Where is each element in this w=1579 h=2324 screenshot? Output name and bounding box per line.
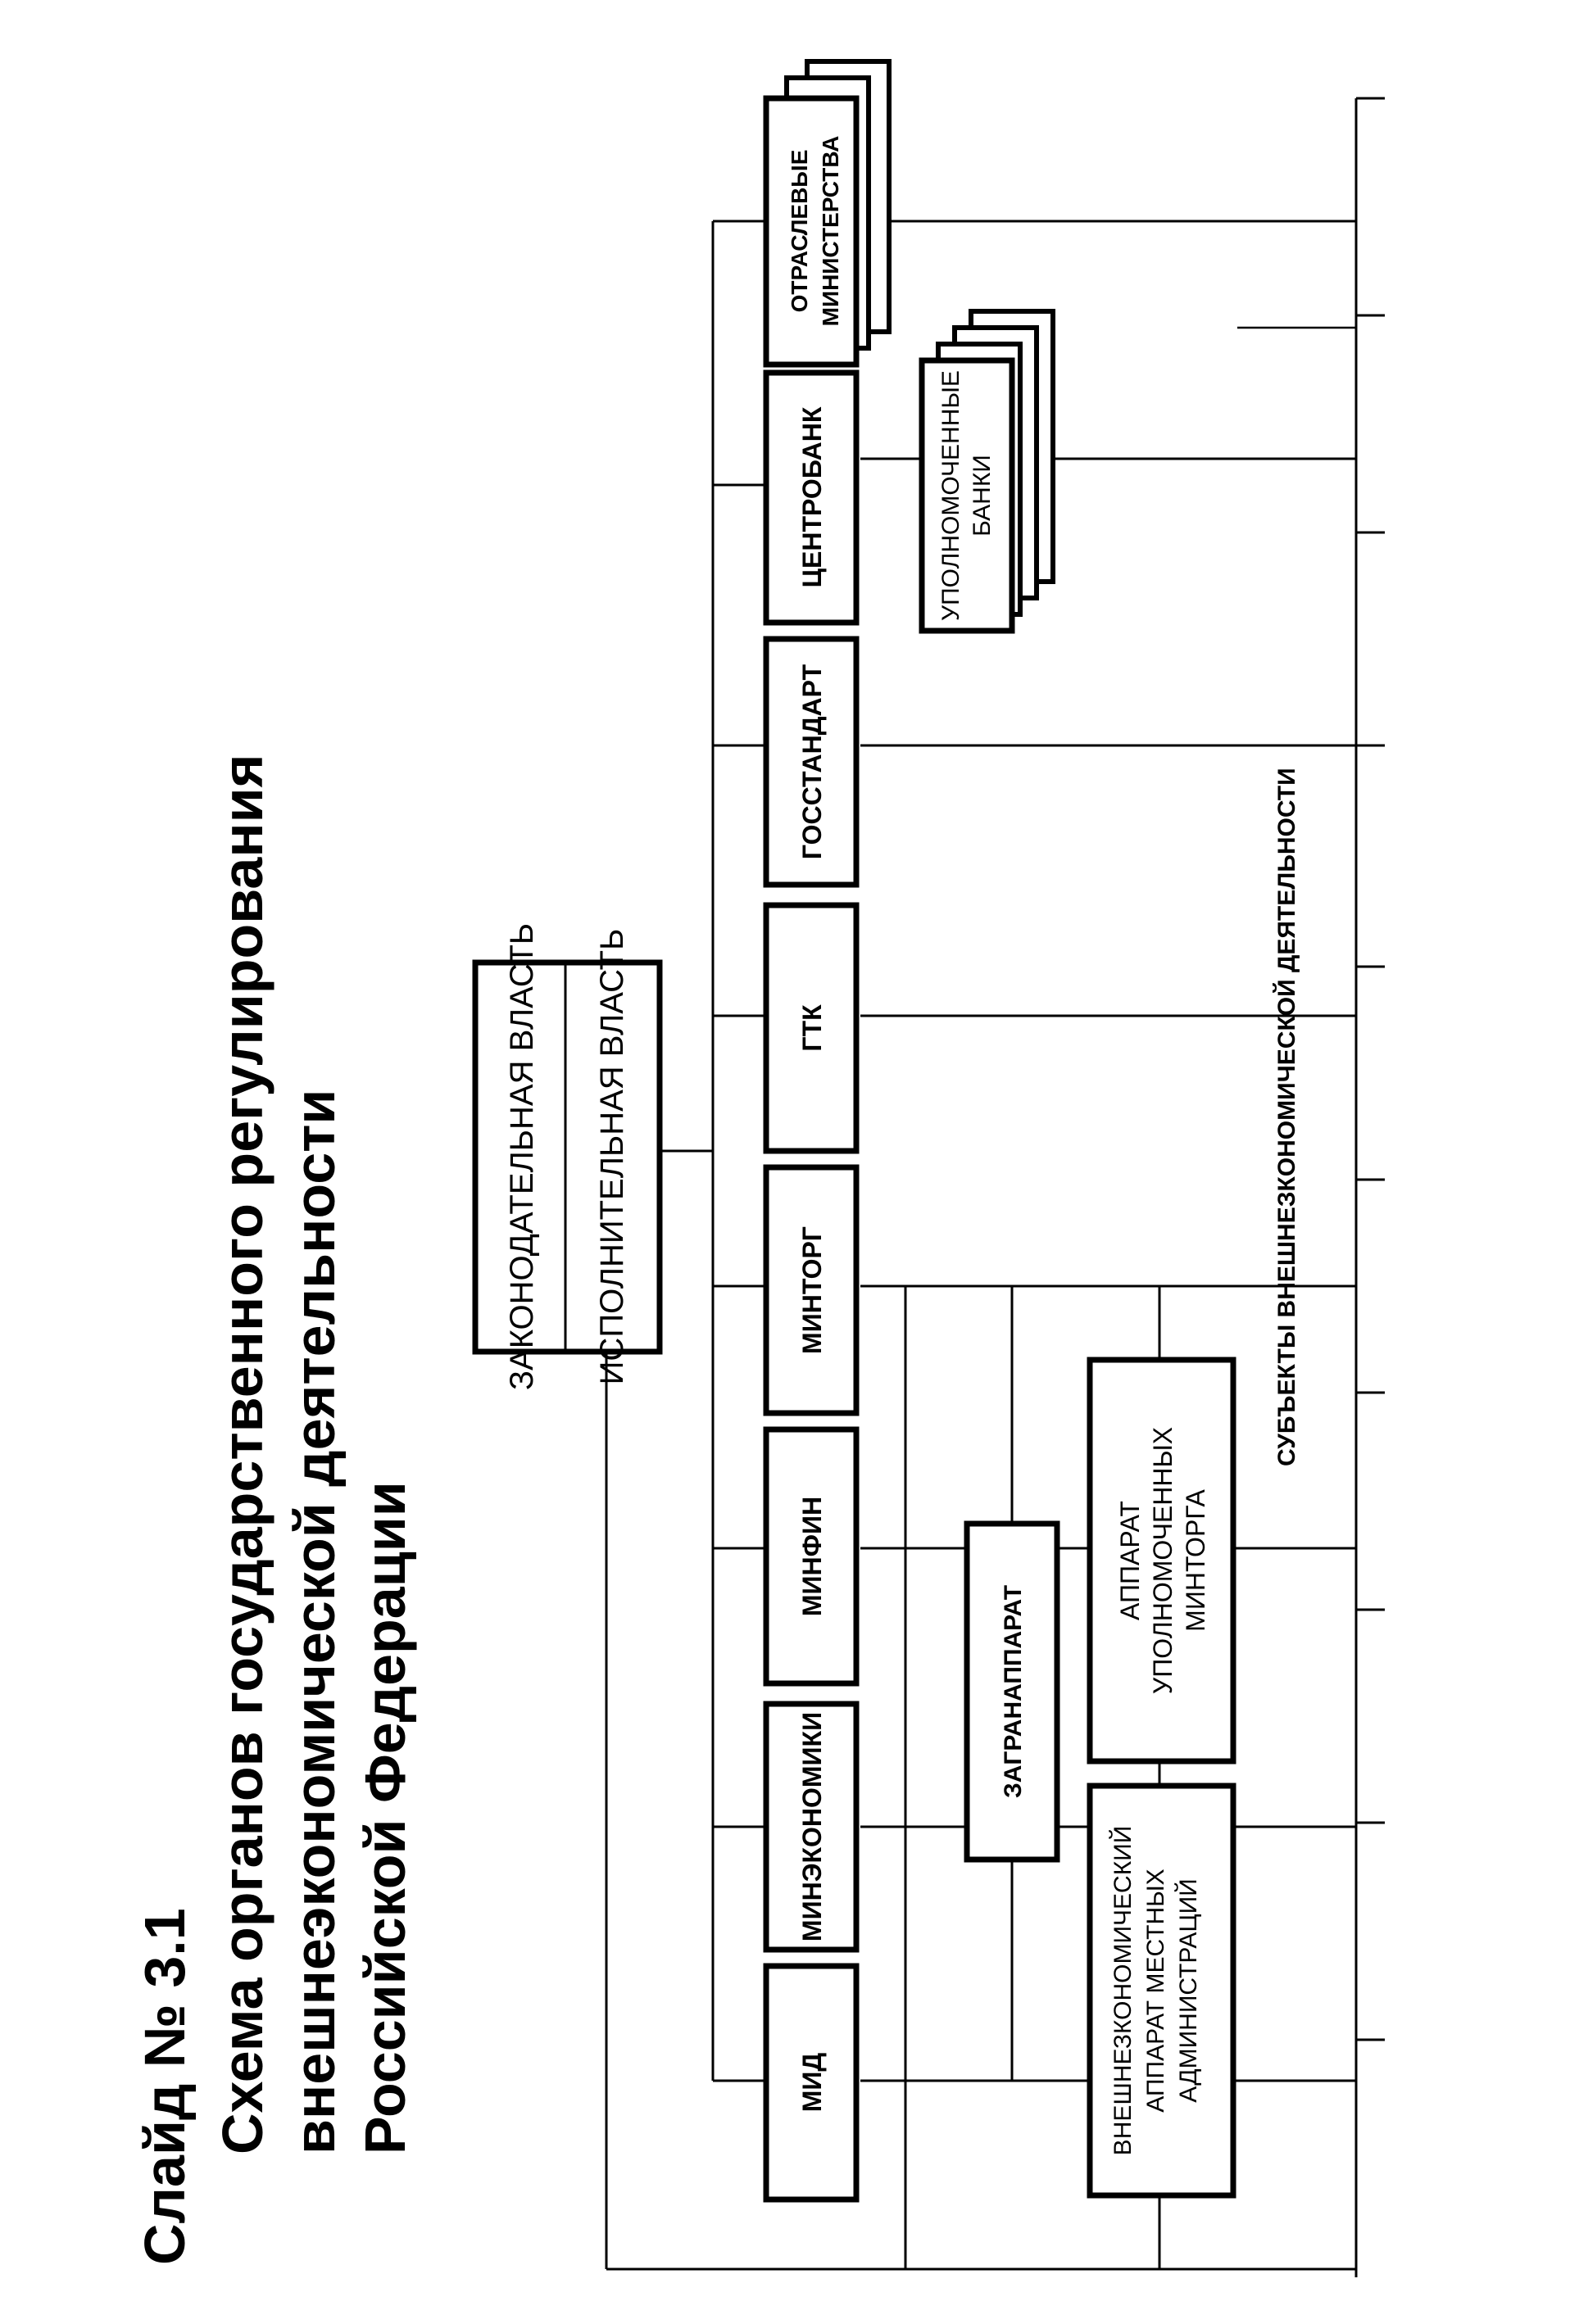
node-apparat-label-2: УПОЛНОМОЧЕННЫХ (1148, 1427, 1177, 1694)
node-minekonomiki-label: МИНЭКОНОМИКИ (797, 1712, 827, 1941)
node-mintorg: МИНТОРГ (763, 1164, 860, 1416)
node-apparat-mintorga: АППАРАТ УПОЛНОМОЧЕННЫХ МИНТОРГА (1087, 1357, 1236, 1765)
node-mintorg-label: МИНТОРГ (797, 1226, 827, 1354)
node-gosstandart: ГОССТАНДАРТ (763, 636, 860, 888)
executive-power-label: ИСПОЛНИТЕЛЬНАЯ ВЛАСТЬ (594, 929, 630, 1385)
node-minfin-label: МИНФИН (797, 1497, 827, 1616)
node-upolnomochennye-banki: УПОЛНОМОЧЕННЫЕ БАНКИ (919, 309, 1055, 634)
title-line-3: Российской Федерации (353, 1481, 417, 2154)
agency-row: МИД МИНЭКОНОМИКИ МИНФИН МИНТОРГ ГТК ГОСС… (763, 59, 892, 2203)
node-zagranapparat-label: ЗАГРАНАППАРАТ (1000, 1585, 1027, 1798)
node-apparat-label-3: МИНТОРГА (1181, 1489, 1210, 1632)
subjects-bar: СУБЪЕКТЫ ВНЕШНЕЗКОНОМИЧЕСКОЙ ДЕЯТЕЛЬНОСТ… (1273, 97, 1385, 2277)
node-centrobank: ЦЕНТРОБАНК (763, 369, 860, 626)
node-minekonomiki: МИНЭКОНОМИКИ (763, 1701, 860, 1953)
node-otraslevye-label-1: ОТРАСЛЕВЫЕ (787, 150, 812, 313)
node-vneshn-label-1: ВНЕШНЕЗКОНОМИЧЕСКИЙ (1109, 1826, 1137, 2156)
title-line-2: внешнеэкономической деятельности (283, 1090, 347, 2154)
node-gtk-label: ГТК (797, 1004, 827, 1052)
node-otraslevye-label-2: МИНИСТЕРСТВА (818, 136, 843, 327)
node-mid: МИД (763, 1963, 860, 2203)
node-centrobank-label: ЦЕНТРОБАНК (797, 406, 827, 587)
node-zagranapparat: ЗАГРАНАППАРАТ (964, 1520, 1060, 1863)
legislative-power-label: ЗАКОНОДАТЕЛЬНАЯ ВЛАСТЬ (504, 923, 540, 1390)
node-minfin: МИНФИН (763, 1426, 860, 1687)
node-vneshn-label-3: АДМИНИСТРАЦИЙ (1174, 1878, 1202, 2102)
node-vneshn-apparat: ВНЕШНЕЗКОНОМИЧЕСКИЙ АППАРАТ МЕСТНЫХ АДМИ… (1087, 1783, 1236, 2199)
node-otraslevye: ОТРАСЛЕВЫЕ МИНИСТЕРСТВА (763, 59, 892, 368)
node-upolnom-label-1: УПОЛНОМОЧЕННЫЕ (937, 370, 964, 621)
node-mid-label: МИД (797, 2053, 827, 2113)
node-gtk: ГТК (763, 902, 860, 1154)
node-apparat-label-1: АППАРАТ (1115, 1501, 1145, 1620)
slide-number: Слайд № 3.1 (133, 1908, 197, 2265)
subjects-label: СУБЪЕКТЫ ВНЕШНЕЗКОНОМИЧЕСКОЙ ДЕЯТЕЛЬНОСТ… (1273, 768, 1300, 1466)
power-box: ЗАКОНОДАТЕЛЬНАЯ ВЛАСТЬ ИСПОЛНИТЕЛЬНАЯ ВЛ… (472, 923, 663, 1390)
node-vneshn-label-2: АППАРАТ МЕСТНЫХ (1142, 1869, 1169, 2112)
title-line-1: Схема органов государственного регулиров… (211, 754, 275, 2155)
node-upolnom-label-2: БАНКИ (969, 455, 996, 537)
slide-title-block: Слайд № 3.1 Схема органов государственно… (133, 754, 417, 2266)
node-gosstandart-label: ГОССТАНДАРТ (797, 664, 827, 859)
